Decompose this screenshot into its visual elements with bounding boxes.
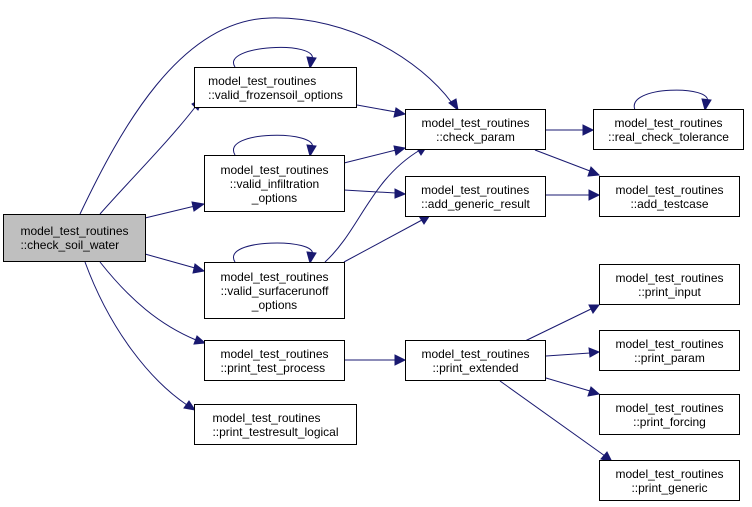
edge-arrowhead bbox=[192, 263, 206, 274]
edge-arrowhead bbox=[191, 201, 206, 212]
edge-arrowhead bbox=[587, 386, 601, 397]
edge-check-soil-water-to-valid-surfacerunoff-options bbox=[144, 253, 196, 269]
node-label: model_test_routines ::valid_infiltration… bbox=[220, 162, 329, 205]
self-loop-valid-frozensoil-options bbox=[232, 46, 313, 68]
node-check-param[interactable]: model_test_routines ::check_param bbox=[405, 109, 546, 150]
edge-valid-frozensoil-options-to-check-param bbox=[356, 104, 397, 113]
node-label: model_test_routines ::add_generic_result bbox=[421, 182, 530, 211]
edge-arrowhead bbox=[306, 56, 317, 70]
edge-check-soil-water-to-print-test-process bbox=[99, 261, 197, 341]
node-label: model_test_routines ::print_test_process bbox=[220, 346, 329, 375]
node-label: model_test_routines ::print_extended bbox=[421, 346, 530, 375]
edge-arrowhead bbox=[393, 107, 407, 118]
edge-arrowhead bbox=[193, 335, 207, 345]
edge-arrowhead bbox=[582, 124, 595, 136]
edge-arrowhead bbox=[701, 98, 712, 112]
edge-check-soil-water-to-print-testresult-logical bbox=[84, 261, 188, 406]
node-real-check-tolerance[interactable]: model_test_routines ::real_check_toleran… bbox=[593, 109, 744, 150]
self-loop-real-check-tolerance bbox=[633, 89, 708, 111]
node-print-testresult-logical[interactable]: model_test_routines ::print_testresult_l… bbox=[194, 404, 357, 445]
node-add-testcase[interactable]: model_test_routines ::add_testcase bbox=[599, 176, 740, 217]
node-add-generic-result[interactable]: model_test_routines ::add_generic_result bbox=[405, 176, 546, 217]
node-label: model_test_routines ::print_forcing bbox=[615, 400, 724, 429]
edge-arrowhead bbox=[588, 189, 601, 201]
edge-check-soil-water-to-valid-infiltration-options bbox=[144, 205, 196, 219]
node-label: model_test_routines ::print_param bbox=[615, 336, 724, 365]
edge-arrowhead bbox=[587, 166, 601, 177]
node-valid-surfacerunoff-options[interactable]: model_test_routines ::valid_surfacerunof… bbox=[204, 262, 345, 319]
edge-check-param-to-add-testcase bbox=[534, 149, 591, 172]
edge-check-soil-water-to-check-param bbox=[79, 17, 453, 215]
edge-arrowhead bbox=[448, 98, 459, 112]
node-print-forcing[interactable]: model_test_routines ::print_forcing bbox=[599, 394, 740, 435]
node-label: model_test_routines ::valid_frozensoil_o… bbox=[208, 73, 343, 102]
edge-arrowhead bbox=[588, 304, 600, 314]
node-label: model_test_routines ::check_soil_water bbox=[20, 224, 129, 252]
node-label: model_test_routines ::valid_surfacerunof… bbox=[220, 269, 329, 312]
edge-valid-surfacerunoff-options-to-add-generic-result bbox=[343, 219, 423, 263]
self-loop-valid-infiltration-options bbox=[232, 134, 313, 156]
node-label: model_test_routines ::print_generic bbox=[615, 466, 724, 495]
node-label: model_test_routines ::check_param bbox=[421, 115, 530, 144]
node-check-soil-water: model_test_routines ::check_soil_water bbox=[3, 214, 146, 262]
node-label: model_test_routines ::add_testcase bbox=[615, 182, 724, 211]
edge-check-soil-water-to-valid-frozensoil-options bbox=[99, 105, 197, 215]
node-valid-frozensoil-options[interactable]: model_test_routines ::valid_frozensoil_o… bbox=[194, 67, 357, 108]
edge-valid-infiltration-options-to-add-generic-result bbox=[343, 189, 397, 194]
edge-valid-surfacerunoff-options-to-check-param bbox=[324, 149, 421, 263]
node-valid-infiltration-options[interactable]: model_test_routines ::valid_infiltration… bbox=[204, 155, 345, 212]
node-print-generic[interactable]: model_test_routines ::print_generic bbox=[599, 460, 740, 501]
node-label: model_test_routines ::real_check_toleran… bbox=[608, 115, 729, 144]
edge-arrowhead bbox=[588, 347, 601, 358]
self-loop-valid-surfacerunoff-options bbox=[232, 242, 313, 263]
edge-arrowhead bbox=[394, 188, 407, 199]
node-print-input[interactable]: model_test_routines ::print_input bbox=[599, 264, 740, 305]
edge-print-extended-to-print-param bbox=[545, 352, 591, 357]
node-print-param[interactable]: model_test_routines ::print_param bbox=[599, 330, 740, 371]
edge-arrowhead bbox=[183, 400, 197, 411]
edge-arrowhead bbox=[306, 251, 317, 265]
node-label: model_test_routines ::print_input bbox=[615, 270, 724, 299]
node-label: model_test_routines ::print_testresult_l… bbox=[212, 410, 339, 439]
node-print-extended[interactable]: model_test_routines ::print_extended bbox=[405, 340, 546, 381]
node-print-test-process[interactable]: model_test_routines ::print_test_process bbox=[204, 340, 345, 381]
edge-arrowhead bbox=[393, 145, 407, 156]
edge-print-extended-to-print-forcing bbox=[545, 377, 591, 392]
edge-print-extended-to-print-input bbox=[524, 308, 592, 342]
edge-print-extended-to-print-generic bbox=[499, 380, 606, 457]
edge-valid-infiltration-options-to-check-param bbox=[343, 149, 397, 164]
edge-arrowhead bbox=[394, 354, 407, 366]
edge-arrowhead bbox=[306, 144, 317, 158]
